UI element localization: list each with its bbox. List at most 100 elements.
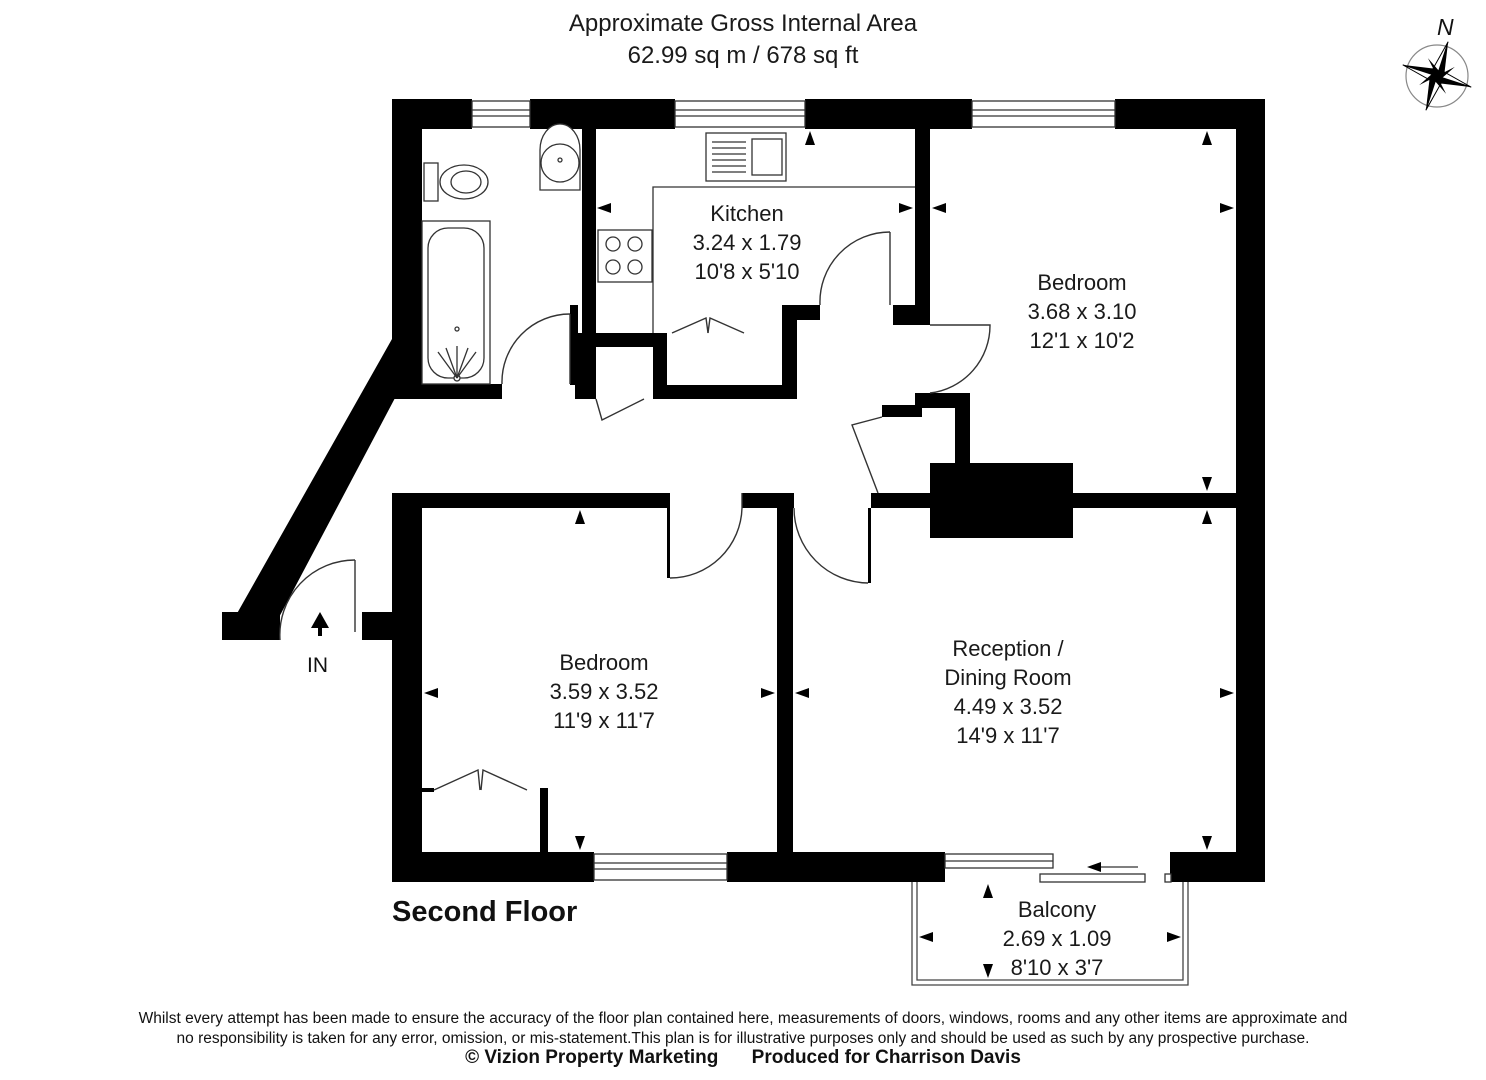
door-wardrobe [433, 768, 528, 791]
room-bedroom-2: Bedroom 3.59 x 3.52 11'9 x 11'7 [534, 648, 674, 735]
arrow-bal-left [919, 932, 933, 942]
arrow-kitchen-left [597, 203, 611, 213]
arrow-bed1-bottom [1202, 477, 1212, 491]
header-title: Approximate Gross Internal Area [568, 10, 918, 37]
room-bedroom-2-imperial: 11'9 x 11'7 [553, 708, 655, 733]
room-reception-name-2: Dining Room [944, 665, 1072, 690]
arrow-rec-bottom [1202, 836, 1212, 850]
door-kitchen-cupboard [671, 316, 745, 334]
room-bedroom-1: Bedroom 3.68 x 3.10 12'1 x 10'2 [1012, 268, 1152, 355]
room-balcony-name: Balcony [1017, 897, 1097, 922]
wall-bottom-1 [392, 852, 594, 882]
wall-wardrobe-left [420, 788, 434, 792]
arrow-kitchen-top [805, 131, 815, 145]
wall-bath-kitchen [582, 129, 596, 333]
compass-icon [1402, 41, 1472, 111]
disclaimer-line-2: no responsibility is taken for any error… [176, 1030, 1310, 1047]
door-bedroom2 [669, 493, 743, 579]
window-bath [471, 100, 531, 128]
bath-icon [421, 220, 491, 385]
arrow-rec-left [795, 688, 809, 698]
wall-left-bed [392, 493, 422, 882]
room-kitchen-imperial: 10'8 x 5'10 [694, 259, 800, 284]
window-bedroom2 [593, 853, 728, 881]
basin-icon [539, 123, 581, 191]
door-entrance [279, 559, 356, 641]
room-kitchen-metric: 3.24 x 1.79 [692, 230, 802, 255]
wall-cupboard-left [575, 333, 596, 399]
room-bedroom-1-imperial: 12'1 x 10'2 [1029, 328, 1135, 353]
room-balcony-imperial: 8'10 x 3'7 [1010, 955, 1104, 980]
sliding-door-arrow-icon [1087, 862, 1138, 872]
wall-top-2 [530, 99, 675, 129]
door-hall-cupboard [851, 416, 883, 494]
fixtures [421, 123, 915, 385]
hob-icon [597, 229, 653, 283]
copyright-text: © Vizion Property Marketing [465, 1047, 719, 1068]
arrow-rec-top [1202, 510, 1212, 524]
arrow-bed1-top [1202, 131, 1212, 145]
room-bedroom-2-name: Bedroom [559, 650, 649, 675]
wall-cupboard-3 [782, 305, 797, 399]
room-kitchen-name: Kitchen [710, 201, 784, 226]
room-bedroom-1-metric: 3.68 x 3.10 [1027, 299, 1137, 324]
room-bedroom-2-metric: 3.59 x 3.52 [549, 679, 659, 704]
wall-wardrobe-right [540, 788, 548, 853]
wall-mid-3 [871, 493, 1236, 508]
walls [222, 99, 1265, 882]
header-area: 62.99 sq m / 678 sq ft [627, 42, 859, 69]
wall-bath-door-jamb [570, 305, 578, 385]
disclaimer-line-1: Whilst every attempt has been made to en… [138, 1010, 1348, 1027]
door-cupboard-hall [595, 398, 645, 422]
dimension-arrows [424, 131, 1234, 978]
wall-cupboard-2 [653, 385, 797, 399]
arrow-bed1-right [1220, 203, 1234, 213]
wall-right [1236, 99, 1265, 882]
doors [279, 231, 991, 791]
room-kitchen: Kitchen 3.24 x 1.79 10'8 x 5'10 [677, 199, 817, 286]
window-reception [944, 853, 1172, 883]
wall-cupboard-4 [782, 305, 820, 320]
arrow-bed2-top [575, 510, 585, 524]
door-bathroom [501, 313, 571, 385]
floor-title: Second Floor [392, 896, 578, 928]
toilet-icon [423, 162, 489, 202]
produced-for-text: Produced for Charrison Davis [751, 1047, 1021, 1068]
arrow-bal-bottom [983, 964, 993, 978]
room-bedroom-1-name: Bedroom [1037, 270, 1127, 295]
room-reception-name-1: Reception / [952, 636, 1064, 661]
balcony-outline [911, 882, 1189, 986]
door-reception [793, 507, 869, 584]
arrow-bed1-left [932, 203, 946, 213]
wall-bed1-side-2 [955, 393, 970, 473]
room-balcony-metric: 2.69 x 1.09 [1002, 926, 1112, 951]
entrance-label: IN [307, 654, 328, 677]
door-kitchen [819, 231, 891, 306]
arrow-bed2-bottom [575, 836, 585, 850]
entrance-arrow-icon [311, 612, 329, 636]
kitchen-worktop [652, 186, 915, 333]
wall-kitchen-jamb [893, 305, 930, 325]
wall-bottom-2 [727, 852, 945, 882]
arrow-rec-right [1220, 688, 1234, 698]
windows [471, 100, 1172, 883]
wall-cupboard-1 [653, 333, 667, 399]
room-reception: Reception / Dining Room 4.49 x 3.52 14'9… [918, 634, 1098, 750]
arrow-bal-right [1167, 932, 1181, 942]
window-bedroom1 [971, 100, 1116, 128]
arrow-kitchen-right [899, 203, 913, 213]
wall-left-bath [392, 99, 422, 339]
wall-kitchen-bottom [582, 333, 667, 347]
room-balcony: Balcony 2.69 x 1.09 8'10 x 3'7 [987, 895, 1127, 982]
wall-bottom-3 [1170, 852, 1265, 882]
compass-north-label: N [1437, 14, 1454, 40]
room-reception-metric: 4.49 x 3.52 [953, 694, 1063, 719]
arrow-bed2-left [424, 688, 438, 698]
arrow-bal-top [983, 884, 993, 898]
wall-bed2-reception [777, 493, 793, 882]
wall-diagonal [222, 339, 422, 640]
wall-mid-jamb-2 [868, 508, 871, 583]
wall-top-3 [805, 99, 972, 129]
window-kitchen [674, 100, 806, 128]
